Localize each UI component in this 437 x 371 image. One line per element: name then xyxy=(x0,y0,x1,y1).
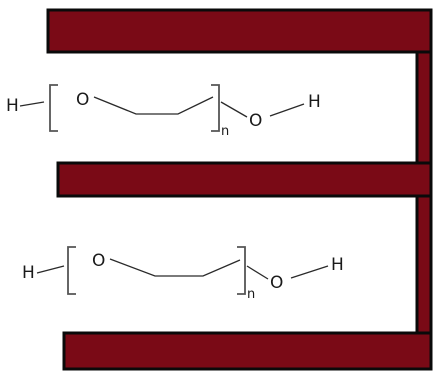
oxygen-end: O xyxy=(270,273,283,293)
peg-molecule-1: H O n O H xyxy=(6,84,321,139)
repeat-subscript: n xyxy=(221,124,229,139)
ethylene-chain xyxy=(93,96,214,115)
bond-o-h xyxy=(290,265,329,279)
bracket-left xyxy=(49,84,58,132)
oxygen-bracket: O xyxy=(76,90,89,110)
bracket-left xyxy=(67,246,76,295)
layer-plate-top xyxy=(46,8,433,54)
layer-plate-middle xyxy=(56,161,433,198)
hydrogen-left: H xyxy=(6,96,19,116)
bond-h-bracket xyxy=(19,101,45,107)
bracket-right xyxy=(211,84,220,132)
hydrogen-left: H xyxy=(22,263,35,283)
oxygen-bracket: O xyxy=(92,251,105,271)
bracket-right xyxy=(237,246,246,295)
hydrogen-right: H xyxy=(308,92,321,112)
hydrogen-right: H xyxy=(331,255,344,275)
ethylene-chain xyxy=(109,258,241,277)
bond-o-h xyxy=(269,103,305,117)
bond-h-bracket xyxy=(36,265,65,274)
layer-plate-bottom xyxy=(62,331,433,371)
oxygen-end: O xyxy=(249,111,262,131)
bond-bracket-o xyxy=(246,265,269,280)
bond-bracket-o xyxy=(220,101,248,118)
repeat-subscript: n xyxy=(247,287,255,302)
peg-molecule-2: H O n O H xyxy=(22,246,344,302)
